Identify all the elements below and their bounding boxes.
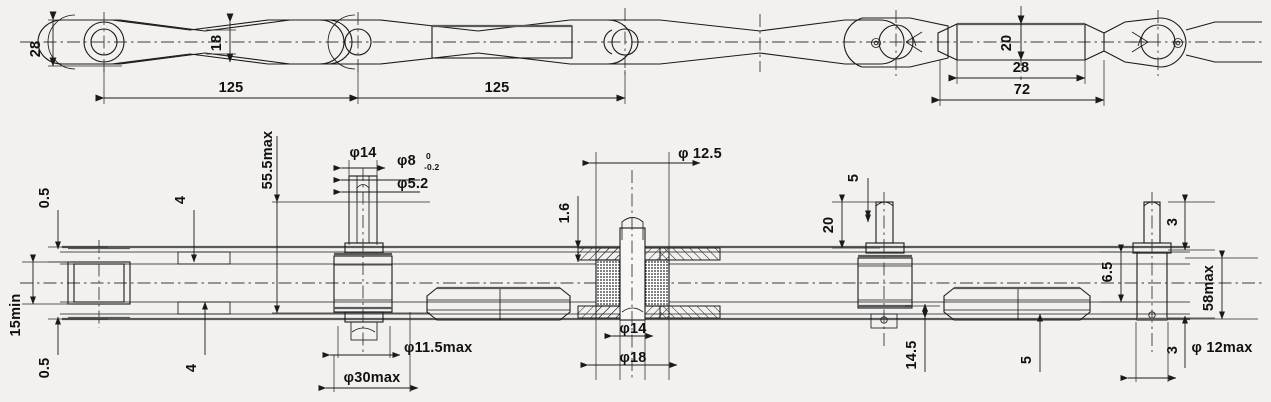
dimension-20-attachment: 20 [999, 15, 1025, 61]
dim-label-phi5p2: φ5.2 [397, 176, 428, 192]
dimension-phi11p5max: φ11.5max [322, 326, 472, 358]
dimension-phi14-center: φ14 [604, 321, 654, 339]
dim-label-125-pitch-2: 125 [485, 80, 510, 96]
dimension-phi30max: φ30max [318, 312, 419, 392]
link-hole-3-arc [603, 29, 613, 55]
far-right-pin-assembly [1132, 192, 1172, 352]
dimension-18-waist: 18 [206, 13, 236, 63]
dim-label-28-height: 28 [28, 41, 44, 58]
dim-label-5-attachment: 5 [1019, 356, 1035, 364]
dim-label-phi14-center: φ14 [619, 321, 646, 337]
dim-label-28-attachment: 28 [1013, 60, 1030, 76]
dim-label-phi30max: φ30max [344, 370, 401, 386]
dim-label-phi18: φ18 [619, 350, 646, 366]
dim-label-15min: 15min [8, 294, 24, 337]
left-roller [67, 240, 131, 328]
dim-label-phi12p5: φ 12.5 [678, 146, 722, 162]
dim-label-55p5max: 55.5max [260, 131, 276, 190]
dim-label-125-pitch-1: 125 [219, 80, 244, 96]
dimension-phi5p2: φ5.2 [333, 176, 428, 195]
right-stud-rivet [880, 316, 888, 324]
dimension-125-pitch-2: 125 [349, 70, 626, 104]
dim-label-phi12max: φ 12max [1192, 340, 1253, 356]
dimension-6p5: 6.5 [1100, 244, 1140, 303]
dim-label-0p5-bottom: 0.5 [37, 358, 53, 379]
dim-label-3-bottom: 3 [1165, 346, 1181, 354]
dimension-phi18: φ18 [580, 350, 678, 368]
dim-label-14p5: 14.5 [904, 340, 920, 369]
rivet-mark-left [871, 38, 881, 48]
dimension-0p5-bottom: 0.5 [37, 316, 108, 379]
dim-label-5-right-tip: 5 [846, 174, 862, 182]
rivet-mark-dot-right [1175, 40, 1181, 46]
dimension-5-right-tip: 5 [846, 174, 871, 223]
dimension-72-attachment: 72 [931, 60, 1105, 106]
dim-label-1p6: 1.6 [557, 203, 573, 224]
link-plate-5 [1103, 10, 1262, 76]
dim-label-phi11p5max: φ11.5max [404, 340, 472, 356]
top-view: 28 18 125 125 20 [20, 6, 1262, 106]
center-section-assembly [577, 152, 721, 380]
dim-label-0p5-top: 0.5 [37, 188, 53, 209]
dim-label-20-attachment: 20 [999, 35, 1015, 52]
dim-label-4-top: 4 [173, 196, 189, 204]
link-plate-4 [608, 19, 905, 65]
dimension-14p5: 14.5 [904, 303, 940, 372]
dimension-125-pitch-1: 125 [95, 70, 359, 104]
center-bar-element [431, 24, 573, 59]
dim-label-phi8: φ8 [397, 153, 416, 169]
left-stud-assembly [333, 168, 393, 352]
dim-label-phi8-lower-tolerance: -0.2 [424, 162, 440, 172]
dimension-phi8-tolerance: φ8 0 -0.2 [333, 151, 440, 183]
dimension-1p6: 1.6 [557, 196, 581, 263]
dimension-4-top: 4 [173, 196, 197, 263]
dimension-58max: 58max [1185, 250, 1258, 320]
dimension-phi14-top: φ14 [333, 145, 386, 245]
dimension-28-height: 28 [28, 11, 122, 67]
dimension-4-bottom: 4 [184, 301, 208, 372]
dimension-phi12max: φ 12max [1120, 322, 1253, 382]
dim-label-4-bottom: 4 [184, 364, 200, 372]
dim-label-3-top: 3 [1165, 218, 1181, 226]
dim-label-72-attachment: 72 [1014, 82, 1031, 98]
dim-label-6p5: 6.5 [1100, 262, 1116, 283]
dim-label-58max: 58max [1201, 265, 1217, 311]
dim-label-20-right: 20 [821, 217, 837, 234]
dimension-15min: 15min [8, 254, 72, 337]
front-section-view: 0.5 15min 0.5 4 4 [8, 131, 1262, 392]
dim-label-phi8-upper-tolerance: 0 [426, 151, 431, 161]
dim-label-18-waist: 18 [209, 35, 225, 52]
rivet-mark-dot-left [873, 40, 879, 46]
dimension-5-attachment: 5 [1019, 313, 1043, 372]
riveted-pin-assembly-left [843, 10, 949, 76]
mid-left-attachment-plate [426, 286, 571, 321]
dimension-28-attachment: 28 [948, 60, 1086, 84]
rivet-mark-right [1173, 38, 1183, 48]
dimension-3-bottom: 3 [1165, 315, 1215, 368]
right-attachment-plate [943, 286, 1091, 321]
dimension-20-right: 20 [821, 194, 880, 249]
dimension-55p5max: 55.5max [260, 131, 430, 314]
dim-label-phi14-top: φ14 [349, 145, 376, 161]
dimension-phi12p5: φ 12.5 [582, 146, 722, 166]
dimension-3-top: 3 [1165, 194, 1215, 251]
